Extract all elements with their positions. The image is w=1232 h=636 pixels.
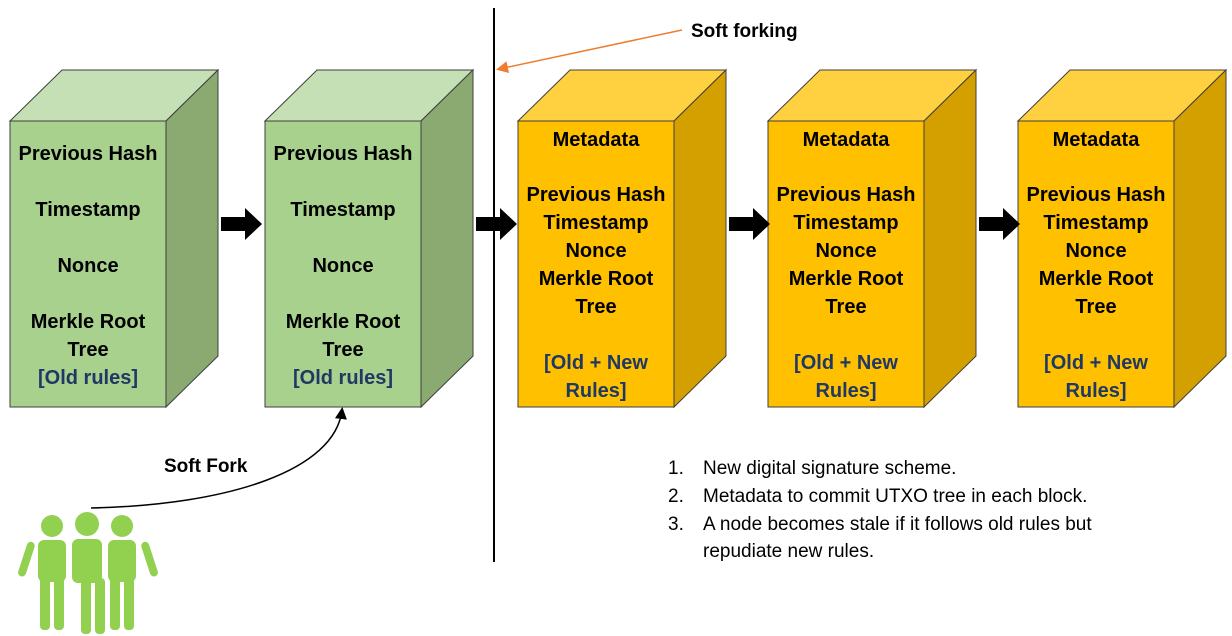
new-block-2: Metadata Previous Hash Timestamp Nonce M… (766, 68, 978, 409)
right-block-arrow-icon (476, 208, 517, 240)
block-field-previous-hash: Previous Hash (19, 143, 158, 165)
block-rules-label: [Old rules] (38, 367, 138, 389)
note-text: Metadata to commit UTXO tree in each blo… (703, 486, 1087, 507)
block-field-nonce: Nonce (815, 240, 876, 262)
block-field-merkle-root: Merkle Root (286, 311, 401, 333)
block-side-face (165, 68, 219, 409)
notes-list: 1. New digital signature scheme. 2. Meta… (668, 458, 1092, 562)
block-field-metadata: Metadata (553, 129, 641, 151)
block-field-previous-hash: Previous Hash (777, 184, 916, 206)
block-field-merkle-root: Merkle Root (539, 268, 654, 290)
note-number: 3. (668, 514, 684, 535)
block-field-timestamp: Timestamp (1043, 212, 1148, 234)
block-field-timestamp: Timestamp (793, 212, 898, 234)
block-rules-label: [Old + New (1044, 352, 1148, 374)
right-block-arrow-icon (221, 208, 262, 240)
soft-fork-curve-arrow (90, 407, 347, 509)
right-block-arrow-icon (979, 208, 1020, 240)
block-field-previous-hash: Previous Hash (527, 184, 666, 206)
block-field-metadata: Metadata (1053, 129, 1141, 151)
block-field-previous-hash: Previous Hash (274, 143, 413, 165)
block-front-face (767, 120, 925, 408)
block-field-timestamp: Timestamp (35, 199, 140, 221)
new-block-3: Metadata Previous Hash Timestamp Nonce M… (1016, 68, 1228, 409)
note-number: 1. (668, 458, 684, 479)
block-field-metadata: Metadata (803, 129, 891, 151)
soft-fork-label: Soft Fork (164, 456, 248, 477)
block-field-tree: Tree (1075, 296, 1116, 318)
block-field-tree: Tree (575, 296, 616, 318)
block-side-face (673, 68, 727, 409)
block-rules-label: Rules] (1065, 380, 1126, 402)
note-text: New digital signature scheme. (703, 458, 956, 479)
new-block-1: Metadata Previous Hash Timestamp Nonce M… (516, 68, 728, 409)
block-field-timestamp: Timestamp (543, 212, 648, 234)
block-rules-label: Rules] (565, 380, 626, 402)
soft-forking-arrow (496, 29, 683, 73)
block-field-tree: Tree (825, 296, 866, 318)
old-block-1: Previous Hash Timestamp Nonce Merkle Roo… (8, 68, 220, 409)
right-block-arrow-icon (729, 208, 770, 240)
block-front-face (264, 120, 422, 408)
block-rules-label: Rules] (815, 380, 876, 402)
block-field-merkle-root: Merkle Root (1039, 268, 1154, 290)
block-side-face (923, 68, 977, 409)
block-field-nonce: Nonce (565, 240, 626, 262)
block-field-previous-hash: Previous Hash (1027, 184, 1166, 206)
block-field-nonce: Nonce (1065, 240, 1126, 262)
note-number: 2. (668, 486, 684, 507)
block-rules-label: [Old rules] (293, 367, 393, 389)
block-front-face (9, 120, 167, 408)
people-group-icon (18, 512, 158, 634)
block-field-nonce: Nonce (57, 255, 118, 277)
block-field-timestamp: Timestamp (290, 199, 395, 221)
block-field-tree: Tree (67, 339, 108, 361)
block-rules-label: [Old + New (544, 352, 648, 374)
old-block-2: Previous Hash Timestamp Nonce Merkle Roo… (263, 68, 475, 409)
block-field-merkle-root: Merkle Root (789, 268, 904, 290)
block-field-tree: Tree (322, 339, 363, 361)
block-side-face (1173, 68, 1227, 409)
block-front-face (517, 120, 675, 408)
note-text: repudiate new rules. (703, 541, 874, 562)
soft-forking-label: Soft forking (691, 21, 798, 42)
block-rules-label: [Old + New (794, 352, 898, 374)
block-side-face (420, 68, 474, 409)
block-field-merkle-root: Merkle Root (31, 311, 146, 333)
block-front-face (1017, 120, 1175, 408)
note-text: A node becomes stale if it follows old r… (703, 514, 1092, 535)
block-field-nonce: Nonce (312, 255, 373, 277)
